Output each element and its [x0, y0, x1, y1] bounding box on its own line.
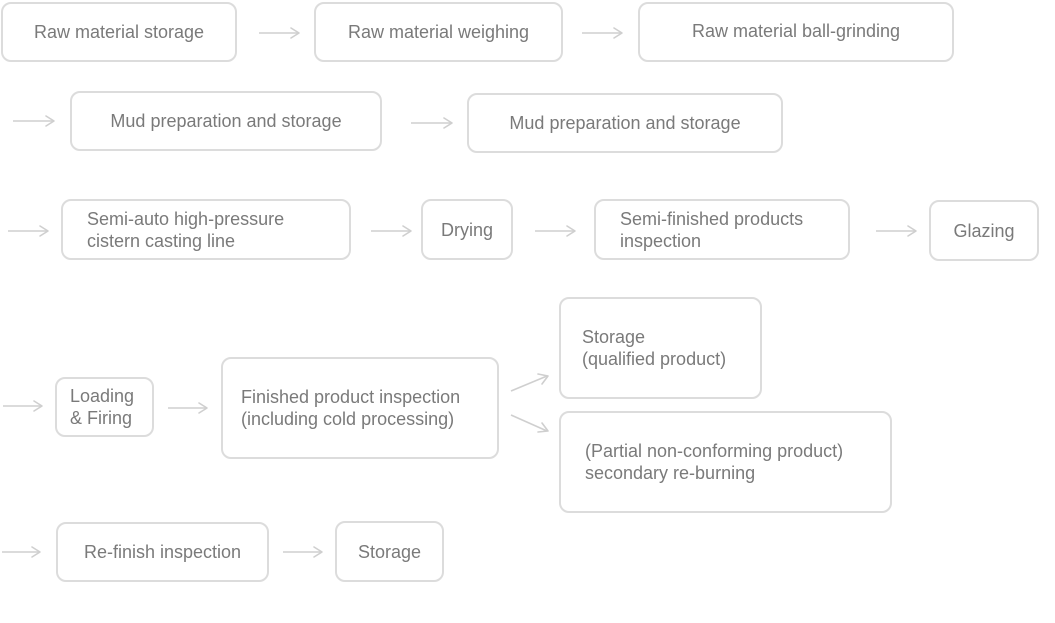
step-label: Re-finish inspection [83, 542, 242, 562]
arrow-storage-to-weighing [259, 27, 300, 39]
arrow-mud-to-mud [411, 117, 453, 129]
step-label: Raw material weighing [347, 22, 530, 42]
step-label: Storage (qualified product) [582, 327, 727, 369]
arrow-row2-entry [13, 115, 55, 127]
step-label: Semi-finished products inspection [620, 208, 804, 251]
step-mud-preparation-1: Mud preparation and storage [70, 91, 382, 151]
step-label: Mud preparation and storage [509, 113, 741, 133]
arrow-refinish-to-storage [283, 546, 323, 558]
step-label: Raw material storage [33, 22, 205, 42]
step-label: Glazing [953, 220, 1015, 241]
step-label: Raw material ball-grinding [691, 21, 901, 41]
step-refinish-inspection: Re-finish inspection [56, 522, 269, 582]
step-drying: Drying [421, 199, 513, 260]
arrow-row5-entry [2, 546, 41, 558]
step-loading-firing: Loading & Firing [55, 377, 154, 437]
step-mud-preparation-2: Mud preparation and storage [467, 93, 783, 153]
step-storage-final: Storage [335, 521, 444, 582]
step-label: Finished product inspection (including c… [241, 387, 461, 429]
step-label: Semi-auto high-pressure cistern casting … [87, 208, 285, 251]
step-secondary-reburning: (Partial non-conforming product) seconda… [559, 411, 892, 513]
arrow-row3-entry [8, 225, 49, 237]
step-label: Loading & Firing [70, 386, 135, 428]
step-label: Drying [440, 219, 493, 240]
step-glazing: Glazing [929, 200, 1039, 261]
arrow-drying-to-semi-inspection [535, 225, 576, 237]
step-raw-material-weighing: Raw material weighing [314, 2, 563, 62]
arrow-casting-to-drying [371, 225, 412, 237]
step-raw-material-ball-grinding: Raw material ball-grinding [638, 2, 954, 62]
step-raw-material-storage: Raw material storage [1, 2, 237, 62]
step-label: Mud preparation and storage [110, 111, 342, 131]
step-semi-finished-inspection: Semi-finished products inspection [594, 199, 850, 260]
step-label: (Partial non-conforming product) seconda… [585, 441, 844, 483]
step-casting-line: Semi-auto high-pressure cistern casting … [61, 199, 351, 260]
arrow-row4-entry [3, 400, 43, 412]
arrow-firing-to-finished-inspection [168, 402, 208, 414]
arrow-to-storage-qualified [510, 373, 549, 392]
arrow-weighing-to-grinding [582, 27, 623, 39]
step-storage-qualified: Storage (qualified product) [559, 297, 762, 399]
arrow-semi-inspection-to-glazing [876, 225, 917, 237]
arrow-to-reburning [510, 414, 549, 433]
step-label: Storage [357, 541, 422, 562]
step-finished-product-inspection: Finished product inspection (including c… [221, 357, 499, 459]
